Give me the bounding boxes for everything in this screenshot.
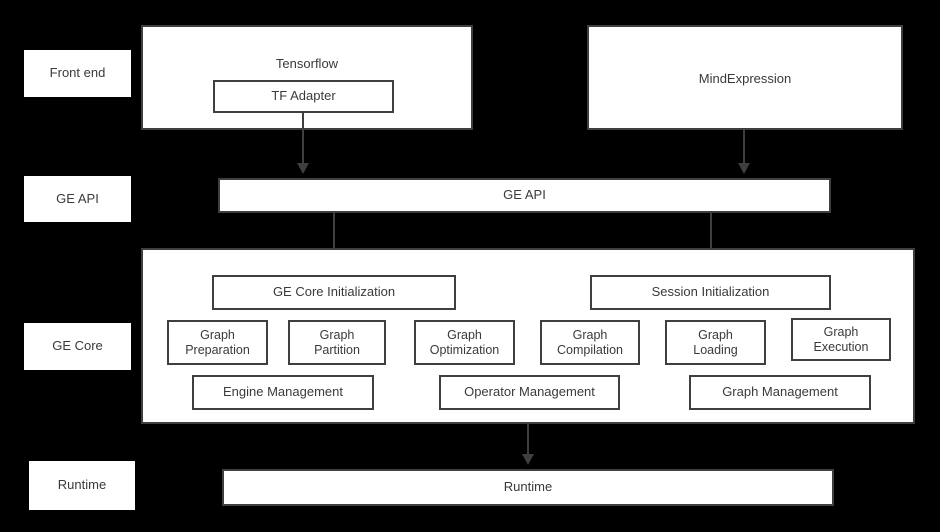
graph-compilation-box[interactable]: Graph Compilation (540, 320, 640, 365)
tensorflow-panel: Tensorflow (141, 25, 473, 130)
runtime-bar[interactable]: Runtime (222, 469, 834, 506)
stage-label-ge-core: GE Core (24, 323, 131, 370)
graph-preparation-box[interactable]: Graph Preparation (167, 320, 268, 365)
ge-core-initialization-box[interactable]: GE Core Initialization (212, 275, 456, 310)
stage-label-runtime: Runtime (29, 461, 135, 510)
engine-management-box[interactable]: Engine Management (192, 375, 374, 410)
graph-execution-box[interactable]: Graph Execution (791, 318, 891, 361)
session-initialization-box[interactable]: Session Initialization (590, 275, 831, 310)
tensorflow-panel-title: Tensorflow (275, 56, 339, 71)
mindexpression-panel-title: MindExpression (698, 71, 792, 86)
mindexpression-panel: MindExpression (587, 25, 903, 130)
operator-management-box[interactable]: Operator Management (439, 375, 620, 410)
graph-optimization-box[interactable]: Graph Optimization (414, 320, 515, 365)
graph-partition-box[interactable]: Graph Partition (288, 320, 386, 365)
stage-label-front-end: Front end (24, 50, 131, 97)
tf-adapter-box[interactable]: TF Adapter (213, 80, 394, 113)
stage-label-ge-api: GE API (24, 176, 131, 222)
ge-api-bar[interactable]: GE API (218, 178, 831, 213)
graph-management-box[interactable]: Graph Management (689, 375, 871, 410)
graph-loading-box[interactable]: Graph Loading (665, 320, 766, 365)
